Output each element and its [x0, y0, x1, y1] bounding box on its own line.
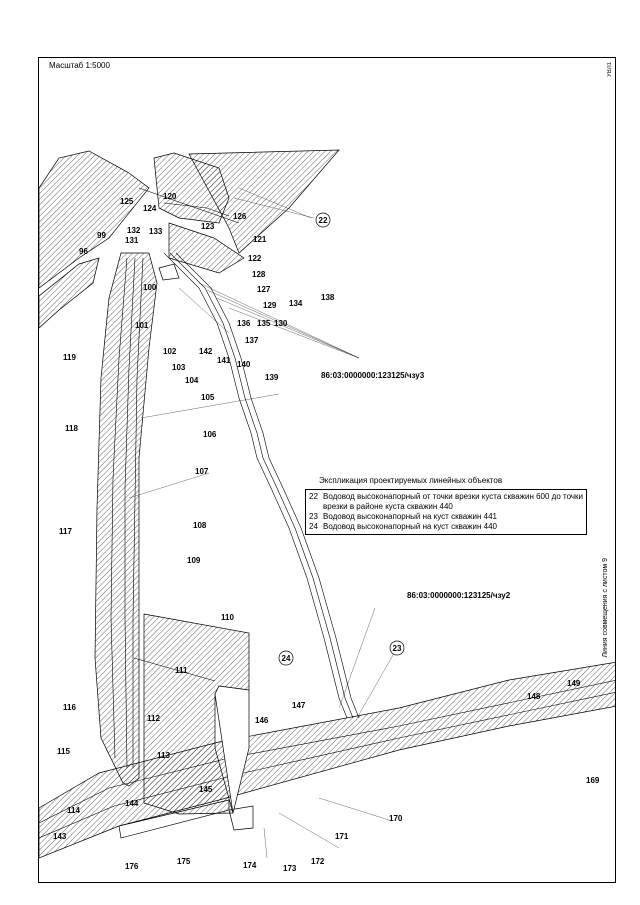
legend-item-number: 22 [309, 492, 318, 501]
legend-item: 23 Водовод высоконапорный на куст скважи… [309, 512, 583, 522]
parcel-block-110 [133, 613, 250, 815]
svg-text:135: 135 [257, 319, 271, 328]
svg-text:124: 124 [143, 204, 157, 213]
svg-text:131: 131 [125, 236, 139, 245]
svg-text:144: 144 [125, 799, 139, 808]
svg-text:175: 175 [177, 857, 191, 866]
svg-text:125: 125 [120, 197, 134, 206]
svg-text:136: 136 [237, 319, 251, 328]
svg-text:149: 149 [567, 679, 581, 688]
legend-item: 22 Водовод высоконапорный от точки врезк… [309, 492, 583, 512]
svg-text:123: 123 [201, 222, 215, 231]
legend-title: Экспликация проектируемых линейных объек… [319, 476, 503, 485]
legend-item-number: 23 [309, 512, 318, 521]
svg-text:100: 100 [143, 283, 157, 292]
svg-text:134: 134 [289, 299, 303, 308]
svg-text:169: 169 [586, 776, 600, 785]
svg-text:142: 142 [199, 347, 213, 356]
cadastral-label-north: 86:03:0000000:123125/чзу3 [321, 371, 425, 380]
svg-text:173: 173 [283, 864, 297, 873]
svg-text:107: 107 [195, 467, 209, 476]
north-south-corridor [94, 252, 158, 787]
svg-text:146: 146 [255, 716, 269, 725]
svg-text:23: 23 [393, 644, 402, 653]
leader-lines [128, 187, 398, 859]
svg-text:119: 119 [63, 353, 76, 362]
svg-text:110: 110 [221, 613, 234, 622]
svg-text:133: 133 [149, 227, 163, 236]
svg-text:112: 112 [147, 714, 160, 723]
legend-item-text: Водовод высоконапорный на куст скважин 4… [323, 522, 497, 531]
alignment-line-caption: Линия совмещения с листом 9 [602, 558, 609, 658]
svg-text:130: 130 [274, 319, 288, 328]
legend-item: 24 Водовод высоконапорный на куст скважи… [309, 522, 583, 532]
svg-text:140: 140 [237, 360, 251, 369]
legend-item-text: Водовод высоконапорный от точки врезки к… [323, 492, 583, 511]
svg-text:122: 122 [248, 254, 262, 263]
legend: Экспликация проектируемых линейных объек… [305, 476, 587, 535]
legend-box: 22 Водовод высоконапорный от точки врезк… [305, 489, 587, 535]
svg-text:115: 115 [57, 747, 70, 756]
svg-text:96: 96 [79, 247, 88, 256]
svg-text:106: 106 [203, 430, 217, 439]
svg-text:145: 145 [199, 785, 213, 794]
legend-item-text: Водовод высоконапорный на куст скважин 4… [323, 512, 497, 521]
svg-text:22: 22 [319, 216, 328, 225]
svg-text:116: 116 [63, 703, 76, 712]
svg-text:127: 127 [257, 285, 271, 294]
svg-text:101: 101 [135, 321, 149, 330]
svg-text:117: 117 [59, 527, 72, 536]
sheet-marker: УВЛ1 [607, 62, 613, 78]
svg-text:147: 147 [292, 701, 306, 710]
svg-text:121: 121 [253, 235, 267, 244]
svg-text:108: 108 [193, 521, 207, 530]
cadastral-label-south: 86:03:0000000:123125/чзу2 [407, 591, 511, 600]
svg-text:139: 139 [265, 373, 279, 382]
svg-text:109: 109 [187, 556, 201, 565]
svg-text:141: 141 [217, 356, 231, 365]
svg-text:102: 102 [163, 347, 177, 356]
pipeline-22 [163, 252, 360, 719]
svg-text:172: 172 [311, 857, 325, 866]
map-sheet: 22 23 24 96 99 100 101 102 103 104 105 1… [38, 57, 616, 883]
svg-text:143: 143 [53, 832, 67, 841]
svg-text:170: 170 [389, 814, 403, 823]
svg-text:126: 126 [233, 212, 247, 221]
svg-text:132: 132 [127, 226, 141, 235]
scale-label: Масштаб 1:5000 [49, 61, 110, 70]
svg-text:174: 174 [243, 861, 257, 870]
parcel-map[interactable]: 22 23 24 96 99 100 101 102 103 104 105 1… [39, 58, 616, 883]
svg-text:111: 111 [175, 666, 188, 675]
legend-item-number: 24 [309, 522, 318, 531]
svg-text:24: 24 [282, 654, 291, 663]
svg-text:138: 138 [321, 293, 335, 302]
svg-text:105: 105 [201, 393, 215, 402]
svg-text:128: 128 [252, 270, 266, 279]
svg-text:148: 148 [527, 692, 541, 701]
svg-text:103: 103 [172, 363, 186, 372]
svg-text:120: 120 [163, 192, 177, 201]
svg-text:114: 114 [67, 806, 80, 815]
svg-text:171: 171 [335, 832, 349, 841]
svg-text:176: 176 [125, 862, 139, 871]
svg-text:104: 104 [185, 376, 199, 385]
parcel-labels: 96 99 100 101 102 103 104 105 106 107 10… [53, 192, 600, 873]
svg-text:99: 99 [97, 231, 106, 240]
svg-text:129: 129 [263, 301, 277, 310]
svg-text:113: 113 [157, 751, 170, 760]
object-markers: 22 23 24 [278, 212, 405, 666]
svg-text:137: 137 [245, 336, 259, 345]
svg-text:118: 118 [65, 424, 78, 433]
northern-corridor [39, 149, 340, 329]
